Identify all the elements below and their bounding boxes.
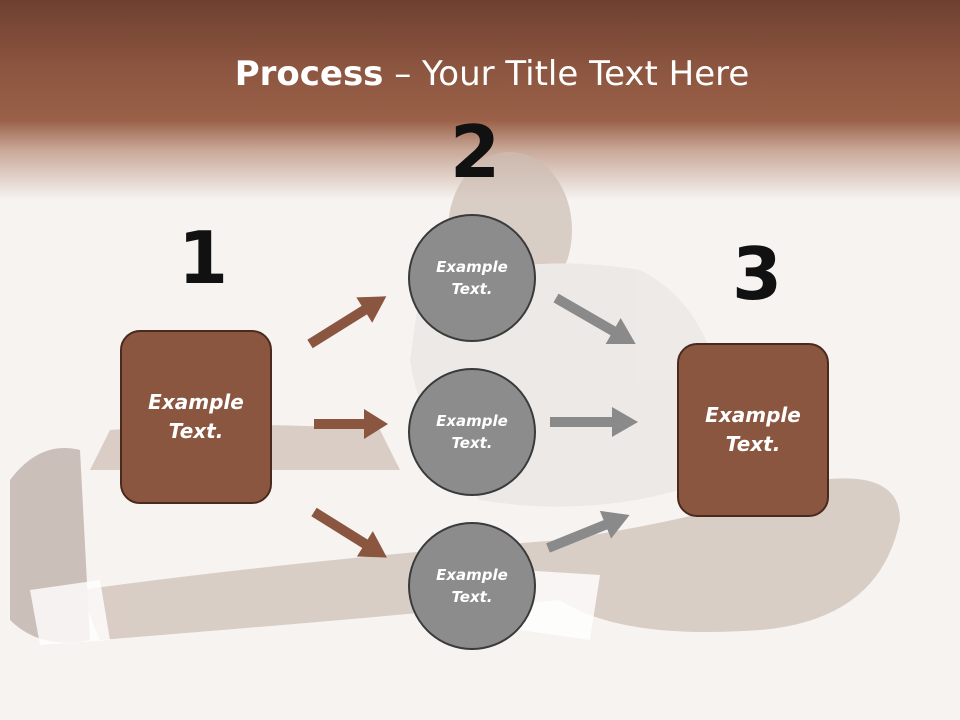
- circle-top: Example Text.: [408, 214, 536, 342]
- step-1-box: Example Text.: [120, 330, 272, 504]
- step-number-2: 2: [450, 110, 501, 194]
- title-rest: – Your Title Text Here: [383, 54, 750, 94]
- arrow-up-right-gray: [546, 510, 630, 553]
- circle-middle: Example Text.: [408, 368, 536, 496]
- arrow-right-brown: [314, 409, 388, 439]
- arrow-up-right-brown: [307, 296, 387, 349]
- circle-middle-text: Example Text.: [436, 411, 508, 453]
- circle-top-text: Example Text.: [436, 257, 508, 299]
- step-3-box: Example Text.: [677, 343, 829, 517]
- brown-arrows: [307, 296, 388, 558]
- arrow-down-right-brown: [311, 507, 387, 558]
- page-title: Process – Your Title Text Here: [0, 54, 960, 94]
- circle-bottom-text: Example Text.: [436, 565, 508, 607]
- step-number-3: 3: [732, 232, 783, 316]
- gray-arrows: [546, 293, 638, 553]
- circle-bottom: Example Text.: [408, 522, 536, 650]
- step-1-text: Example Text.: [148, 390, 244, 443]
- step-number-1: 1: [178, 216, 229, 300]
- step-3-text: Example Text.: [705, 403, 801, 456]
- arrow-down-right-gray: [553, 293, 636, 344]
- title-bold: Process: [234, 54, 384, 94]
- arrow-right-gray: [550, 407, 638, 437]
